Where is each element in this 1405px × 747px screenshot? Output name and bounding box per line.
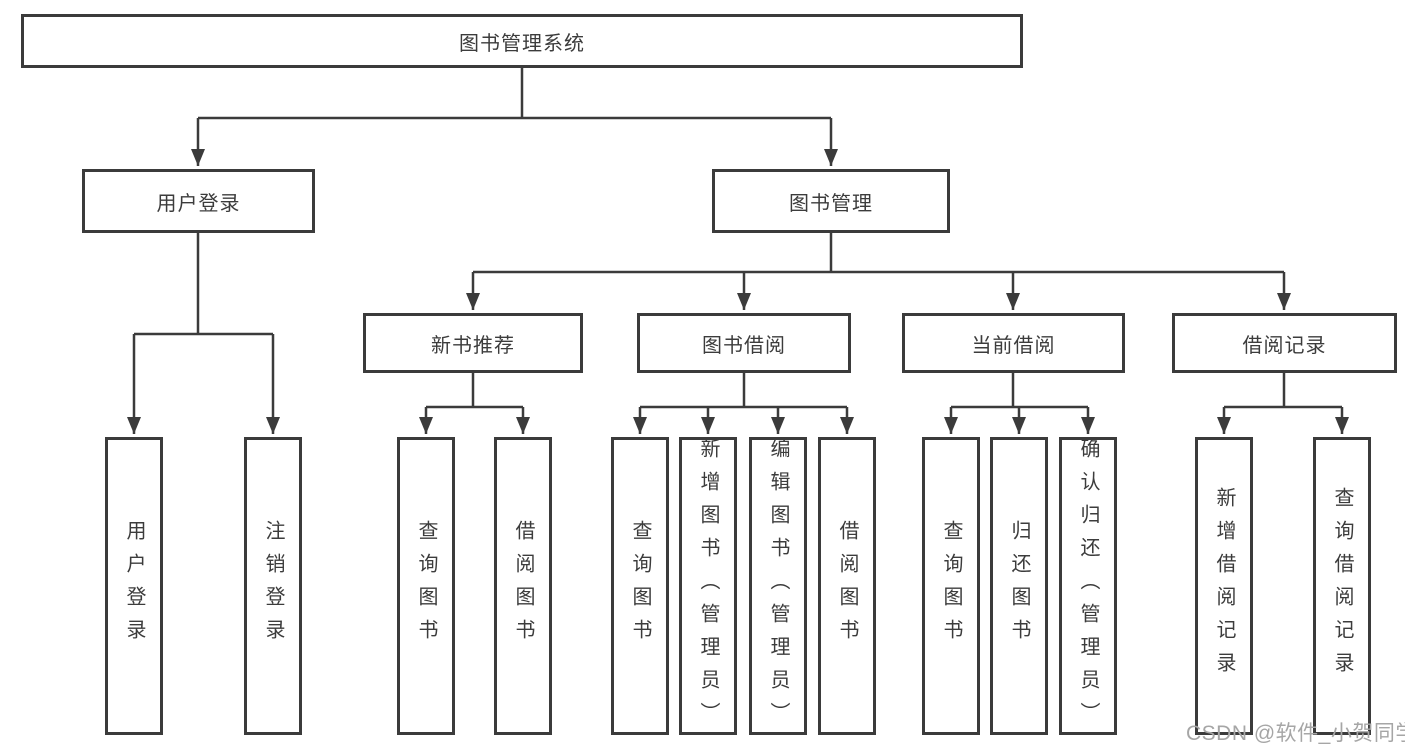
leaf-query-borrow-record: 查询借阅记录 <box>1313 437 1371 735</box>
leaf-confirm-return-admin-label: 确认归还（管理员） <box>1077 437 1099 735</box>
leaf-add-book-admin-label: 新增图书（管理员） <box>697 437 719 735</box>
node-book-management: 图书管理 <box>712 169 950 233</box>
node-borrow-records: 借阅记录 <box>1172 313 1397 373</box>
leaf-query-book-borrow-label: 查询图书 <box>629 520 651 652</box>
node-user-login: 用户登录 <box>82 169 315 233</box>
leaf-query-book-recommend-label: 查询图书 <box>415 520 437 652</box>
leaf-add-borrow-record: 新增借阅记录 <box>1195 437 1253 735</box>
leaf-query-book-current-label: 查询图书 <box>940 520 962 652</box>
node-book-borrow-label: 图书借阅 <box>702 334 786 357</box>
node-book-borrow: 图书借阅 <box>637 313 851 373</box>
leaf-borrow-book-recommend: 借阅图书 <box>494 437 552 735</box>
leaf-query-borrow-record-label: 查询借阅记录 <box>1331 487 1353 685</box>
node-new-book-recommend: 新书推荐 <box>363 313 583 373</box>
node-user-login-label: 用户登录 <box>156 192 241 215</box>
leaf-return-book-label: 归还图书 <box>1008 520 1030 652</box>
node-new-book-recommend-label: 新书推荐 <box>431 334 515 357</box>
node-borrow-records-label: 借阅记录 <box>1242 334 1327 357</box>
leaf-borrow-book-recommend-label: 借阅图书 <box>512 520 534 652</box>
leaf-edit-book-admin: 编辑图书（管理员） <box>749 437 807 735</box>
leaf-return-book: 归还图书 <box>990 437 1048 735</box>
leaf-borrow-book: 借阅图书 <box>818 437 876 735</box>
leaf-logout: 注销登录 <box>244 437 302 735</box>
node-current-borrow: 当前借阅 <box>902 313 1125 373</box>
leaf-query-book-borrow: 查询图书 <box>611 437 669 735</box>
node-book-management-label: 图书管理 <box>789 192 873 215</box>
node-root-label: 图书管理系统 <box>459 32 585 55</box>
leaf-edit-book-admin-label: 编辑图书（管理员） <box>767 437 789 735</box>
leaf-borrow-book-label: 借阅图书 <box>836 520 858 652</box>
leaf-add-book-admin: 新增图书（管理员） <box>679 437 737 735</box>
leaf-add-borrow-record-label: 新增借阅记录 <box>1213 487 1235 685</box>
node-root: 图书管理系统 <box>21 14 1023 68</box>
leaf-query-book-current: 查询图书 <box>922 437 980 735</box>
csdn-watermark: CSDN @软件_小贺同学 <box>1186 722 1405 745</box>
leaf-user-login-label: 用户登录 <box>123 520 145 652</box>
node-current-borrow-label: 当前借阅 <box>971 334 1056 357</box>
leaf-confirm-return-admin: 确认归还（管理员） <box>1059 437 1117 735</box>
leaf-user-login: 用户登录 <box>105 437 163 735</box>
leaf-logout-label: 注销登录 <box>262 520 284 652</box>
leaf-query-book-recommend: 查询图书 <box>397 437 455 735</box>
